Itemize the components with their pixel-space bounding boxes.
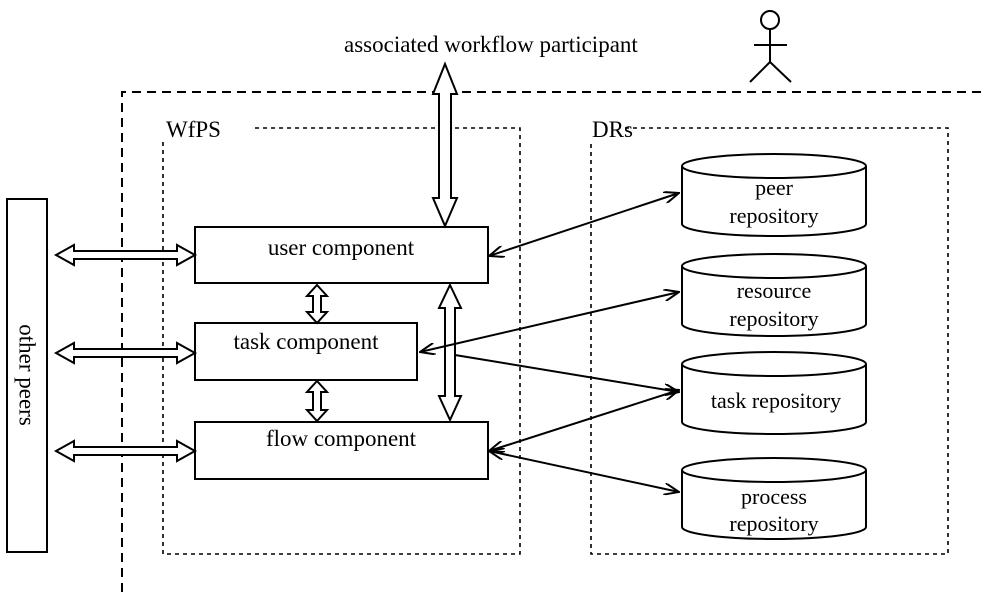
task-repository-label: task repository [711, 388, 841, 413]
peer-repository-line1: peer [755, 175, 794, 200]
wfps-label: WfPS [166, 117, 221, 142]
user-flow-arrow [437, 282, 463, 423]
peers-flow-arrow [53, 439, 198, 463]
flow-component: flow component [194, 421, 489, 480]
other-peers-label: other peers [15, 324, 40, 426]
user-component-label: user component [268, 235, 415, 260]
flow-component-label: flow component [266, 426, 417, 451]
wfps-boundary [162, 127, 521, 555]
task-component: task component [194, 322, 418, 381]
process-repository-line1: process [741, 484, 807, 509]
resource-repository-line1: resource [737, 278, 812, 303]
process-repository: process repository [681, 457, 867, 540]
other-peers-box: other peers [6, 198, 48, 553]
user-component: user component [194, 226, 489, 284]
peers-task-arrow [53, 341, 198, 365]
task-component-label: task component [234, 329, 380, 354]
participant-label: associated workflow participant [344, 32, 638, 57]
user-task-arrow [304, 283, 330, 325]
flow-task-repo-connector [489, 390, 679, 451]
participant-user-arrow [431, 61, 459, 229]
resource-repository: resource repository [681, 253, 867, 337]
workflow-participant-icon [749, 10, 792, 83]
task-task-repo-connector [454, 354, 679, 392]
drs-label: DRs [592, 117, 633, 142]
task-resource-repo-connector [420, 292, 679, 352]
peer-repository: peer repository [681, 153, 867, 237]
process-repository-line2: repository [729, 511, 818, 536]
peer-boundary [121, 91, 984, 592]
task-flow-arrow [304, 379, 330, 423]
flow-process-repo-connector [489, 451, 679, 492]
task-repository: task repository [681, 351, 867, 435]
user-peer-repo-connector [489, 193, 679, 256]
peers-user-arrow [53, 243, 198, 267]
peer-repository-line2: repository [729, 203, 818, 228]
resource-repository-line2: repository [729, 306, 818, 331]
